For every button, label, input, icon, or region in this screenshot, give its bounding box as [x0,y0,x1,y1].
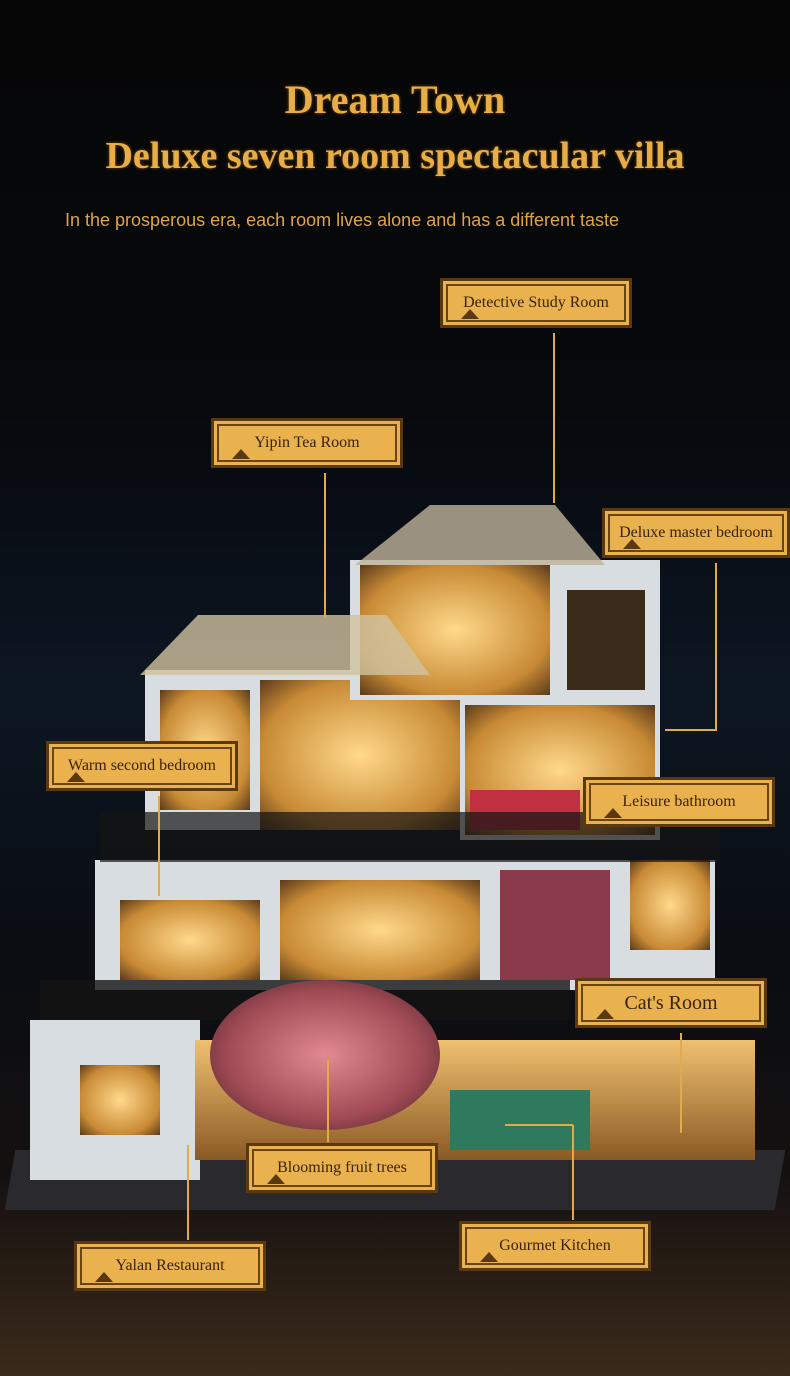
subtitle: Deluxe seven room spectacular villa [105,135,685,177]
connector-line [665,729,717,731]
label-warm-second-bedroom: Warm second bedroom [46,741,238,791]
connector-line [715,563,717,730]
label-yipin-tea-room: Yipin Tea Room [211,418,403,468]
label-gourmet-kitchen: Gourmet Kitchen [459,1221,651,1271]
label-cats-room: Cat's Room [575,978,767,1028]
connector-line [324,473,326,618]
label-blooming-fruit-trees: Blooming fruit trees [246,1143,438,1193]
connector-line [505,1124,573,1126]
connector-line [158,796,160,896]
label-yalan-restaurant: Yalan Restaurant [74,1241,266,1291]
connector-line [680,1033,682,1133]
connector-line [187,1145,189,1240]
connector-line [327,1060,329,1142]
label-leisure-bathroom: Leisure bathroom [583,777,775,827]
connector-line [572,1125,574,1220]
connector-line [553,333,555,503]
main-title: Dream Town [284,77,506,122]
label-detective-study-room: Detective Study Room [440,278,632,328]
label-deluxe-master-bedroom: Deluxe master bedroom [602,508,790,558]
tagline: In the prosperous era, each room lives a… [65,210,620,230]
